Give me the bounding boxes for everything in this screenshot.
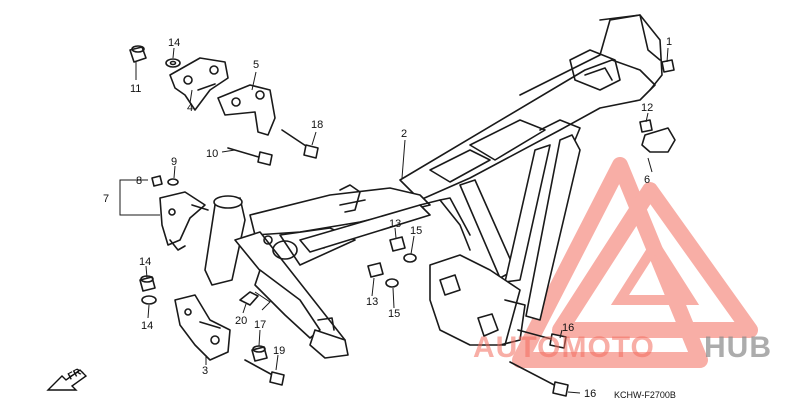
- washer-part-14-top: [165, 58, 181, 68]
- callout-17: 17: [254, 319, 266, 331]
- washer-part-15-lower: [385, 278, 399, 288]
- callout-20: 20: [235, 315, 247, 327]
- bolt-part-1: [661, 59, 675, 73]
- bolt-part-16-lower: [509, 361, 569, 397]
- callout-13-lower: 13: [366, 296, 378, 308]
- bolt-part-19: [244, 359, 285, 386]
- bolt-part-16-upper: [517, 329, 567, 349]
- nut-part-11: [129, 45, 147, 63]
- nut-part-13-lower: [367, 262, 384, 278]
- callout-5: 5: [253, 59, 259, 71]
- diagram-code: KCHW-F2700B: [614, 390, 676, 400]
- clip-part-20: [239, 291, 271, 311]
- callout-labels: 1 2 3 4 5 6 7 8 9 10 11 12 13 13 14 14 1…: [103, 36, 672, 400]
- callout-10: 10: [206, 148, 218, 160]
- callout-8: 8: [136, 175, 142, 187]
- nut-part-13-upper: [389, 236, 406, 252]
- callout-12: 12: [641, 102, 653, 114]
- main-frame-part-2: [204, 14, 663, 359]
- callout-14-middle: 14: [139, 256, 151, 268]
- bracket-part-7: [159, 191, 209, 251]
- bolt-part-10: [227, 147, 273, 166]
- callout-11: 11: [130, 83, 141, 95]
- callout-15-upper: 15: [410, 225, 422, 237]
- callout-1: 1: [666, 36, 672, 48]
- washer-part-9: [167, 178, 179, 186]
- front-direction-indicator: FR.: [46, 365, 88, 391]
- watermark-logo: [512, 157, 758, 368]
- callout-16-upper: 16: [562, 322, 574, 334]
- callout-9: 9: [171, 156, 177, 168]
- holder-part-6: [641, 127, 676, 153]
- callout-16-lower: 16: [584, 388, 596, 400]
- front-arrow-icon: [46, 369, 88, 391]
- washer-part-15-upper: [403, 253, 417, 263]
- watermark-part2: HUB: [704, 331, 772, 364]
- watermark-part1: AUTOMOTO: [473, 331, 655, 364]
- callout-3: 3: [202, 365, 208, 377]
- front-label: FR.: [66, 365, 86, 382]
- callout-19: 19: [273, 345, 285, 357]
- callout-6: 6: [644, 174, 650, 186]
- bracket-part-3: [174, 294, 231, 361]
- nut-part-14-lower-a: [139, 275, 156, 292]
- callout-15-lower: 15: [388, 308, 400, 320]
- watermark-text: AUTOMOTO HUB: [473, 331, 772, 364]
- bracket-part-5: [217, 84, 276, 136]
- callout-4: 4: [187, 102, 193, 114]
- callout-14-bottom: 14: [141, 320, 153, 332]
- washer-part-14-lower-b: [141, 295, 157, 305]
- bolt-part-18: [281, 129, 319, 159]
- leader-lines: [119, 47, 669, 394]
- callout-7: 7: [103, 193, 109, 205]
- callout-13-upper: 13: [389, 218, 401, 230]
- bolt-part-8: [151, 175, 163, 187]
- callout-14-top: 14: [168, 37, 180, 49]
- callout-2: 2: [401, 128, 407, 140]
- bracket-part-4: [169, 57, 229, 111]
- nut-part-17: [251, 345, 268, 362]
- callout-18: 18: [311, 119, 323, 131]
